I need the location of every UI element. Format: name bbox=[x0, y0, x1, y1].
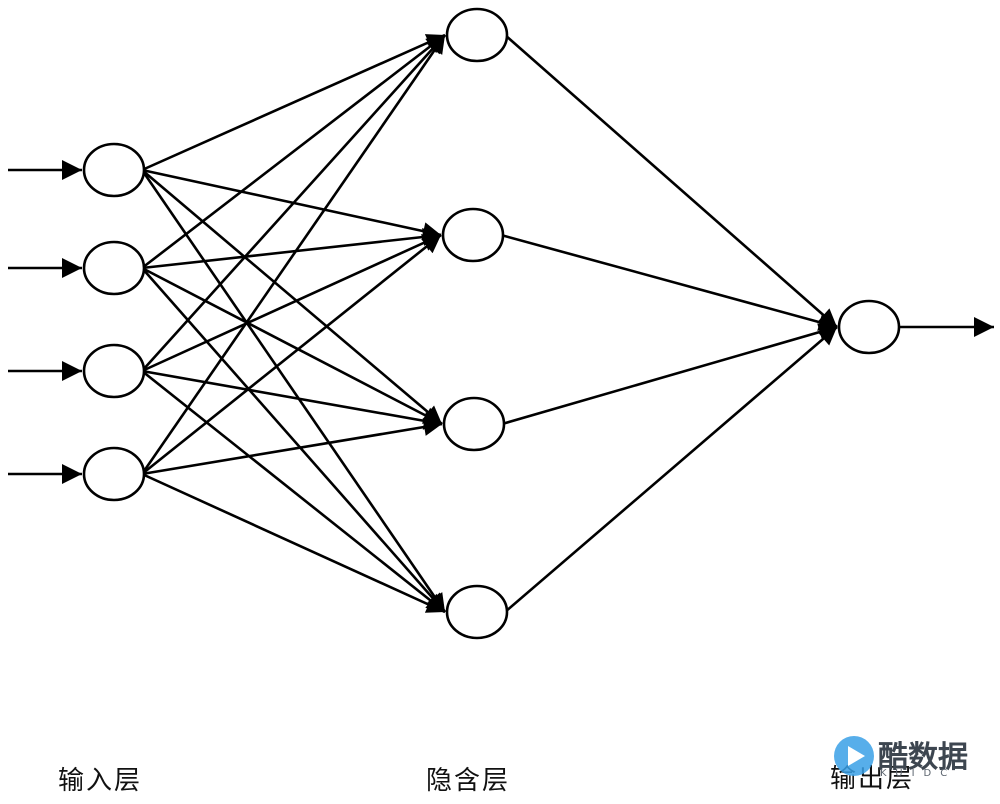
edge-hid3-out bbox=[501, 323, 838, 426]
watermark-subtext: KUIDC bbox=[880, 768, 957, 779]
hidden-node-3 bbox=[442, 396, 506, 452]
edge-in2-hid2 bbox=[141, 228, 442, 270]
hidden-node-1 bbox=[445, 7, 509, 63]
edge-in2-hid4 bbox=[141, 267, 446, 613]
edge-in3-hid3 bbox=[141, 369, 443, 430]
input-node-4 bbox=[82, 446, 146, 502]
edge-in3-hid2 bbox=[141, 233, 442, 373]
edge-in1-hid4 bbox=[140, 169, 447, 613]
hidden-layer-label: 隐含层 bbox=[426, 766, 511, 796]
edge-in2-hid1 bbox=[141, 33, 446, 270]
hidden-node-2 bbox=[441, 207, 505, 263]
input-node-1 bbox=[82, 142, 146, 198]
watermark-logo: 酷数据 KUIDC bbox=[832, 730, 992, 790]
edge-in1-hid3 bbox=[141, 169, 443, 425]
edge-in2-hid3 bbox=[141, 266, 443, 426]
connections bbox=[8, 33, 994, 614]
watermark-text: 酷数据 bbox=[878, 740, 968, 775]
edge-in3-hid4 bbox=[141, 369, 446, 614]
edge-in4-hid4 bbox=[141, 472, 446, 614]
edge-in3-hid1 bbox=[141, 34, 446, 372]
input-node-2 bbox=[82, 240, 146, 296]
hidden-node-4 bbox=[445, 584, 509, 640]
input-node-3 bbox=[82, 343, 146, 399]
edge-in4-hid2 bbox=[141, 233, 442, 476]
edge-hid2-out bbox=[500, 233, 838, 331]
edge-hid4-out bbox=[504, 326, 838, 613]
output-node bbox=[837, 299, 901, 355]
input-layer-label: 输入层 bbox=[58, 766, 143, 796]
edge-hid1-out bbox=[504, 34, 838, 328]
edge-in1-hid1 bbox=[141, 33, 446, 172]
edge-in4-hid1 bbox=[140, 34, 447, 475]
play-logo-icon bbox=[834, 736, 874, 776]
edge-in4-hid3 bbox=[141, 418, 443, 476]
nodes bbox=[82, 7, 901, 640]
edge-in1-hid2 bbox=[141, 168, 442, 240]
